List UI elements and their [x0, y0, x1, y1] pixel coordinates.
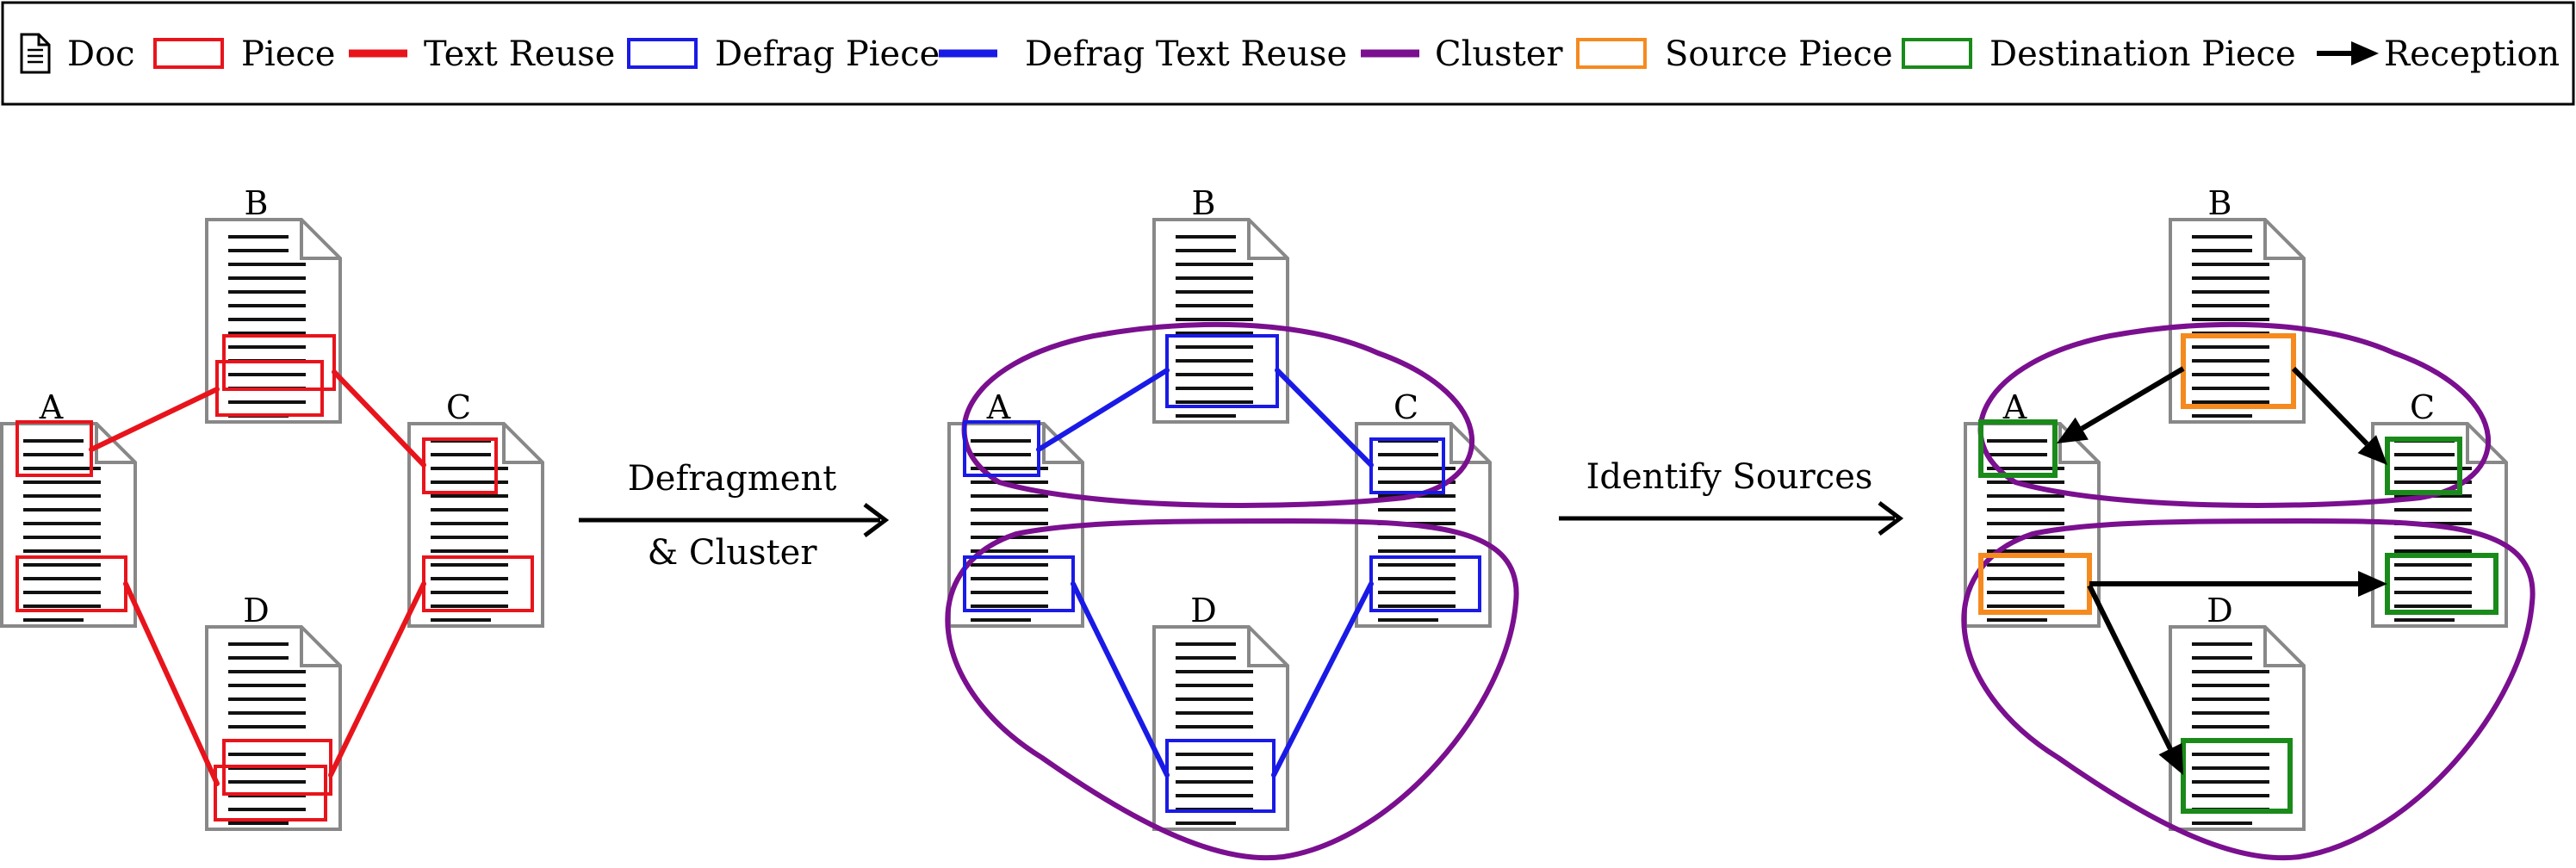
legend-item-doc: Doc	[20, 33, 135, 74]
doc-fold	[2058, 424, 2099, 464]
doc-fold	[2466, 424, 2506, 464]
legend-swatch-box	[153, 38, 224, 69]
reception-arrowhead	[2057, 417, 2089, 443]
legend-label: Defrag Text Reuse	[1025, 34, 1347, 74]
cluster-outline	[1977, 321, 2492, 508]
legend-item-piece: Piece	[153, 34, 335, 74]
legend-label: Defrag Piece	[715, 34, 940, 74]
doc-icon	[20, 33, 51, 74]
doc-label-d: D	[243, 592, 269, 629]
reception-arrowhead	[2158, 742, 2183, 775]
legend-label: Text Reuse	[424, 34, 615, 74]
doc-icon-fold	[37, 34, 49, 46]
document-b: B	[2169, 184, 2306, 424]
doc-fold	[2263, 627, 2304, 667]
defrag-text-reuse-link	[1036, 368, 1170, 452]
document-d: D	[1152, 592, 1289, 831]
document-a: A	[0, 388, 137, 628]
reception-arrow	[2057, 366, 2185, 443]
legend-item-cluster: Cluster	[1361, 34, 1563, 74]
panel-original-pieces: B A C D	[0, 184, 544, 831]
doc-label-c: C	[446, 388, 471, 426]
cluster-outline	[1961, 518, 2536, 861]
doc-fold	[2263, 220, 2304, 260]
step-arrowhead-defragment	[863, 503, 890, 537]
step-arrowhead-identify	[1878, 501, 1904, 536]
reception-arrowhead	[2358, 571, 2387, 597]
reception-arrow-shaft	[2291, 366, 2369, 446]
legend: Doc Piece Text Reuse Defrag Piece Defrag Tex…	[1, 1, 2575, 106]
doc-fold	[300, 627, 340, 667]
document-c: C	[407, 388, 544, 628]
cluster-outline	[945, 518, 1519, 861]
legend-label: Reception	[2384, 34, 2560, 74]
step-identify: Identify Sources	[1559, 457, 1904, 536]
doc-label-a: A	[986, 388, 1011, 426]
panel-defragmented-clusters: B A C D	[945, 184, 1519, 861]
legend-label: Source Piece	[1665, 34, 1893, 74]
doc-label-d: D	[1190, 592, 1216, 629]
legend-label: Cluster	[1435, 34, 1563, 74]
doc-label-c: C	[1394, 388, 1418, 426]
step-label-defragment-line1: Defragment	[628, 459, 837, 499]
legend-label: Doc	[67, 34, 135, 74]
legend-item-destination-piece: Destination Piece	[1902, 34, 2296, 74]
legend-swatch-box	[1576, 38, 1647, 69]
legend-swatch-box	[627, 38, 698, 69]
reception-arrow	[2089, 571, 2387, 597]
destination-piece	[2385, 437, 2462, 495]
doc-fold	[1247, 220, 1288, 260]
legend-item-reception: Reception	[2317, 34, 2560, 74]
legend-frame	[1, 1, 2575, 106]
doc-label-a: A	[39, 388, 64, 426]
text-reuse-link	[332, 369, 426, 468]
piece	[214, 765, 327, 822]
legend-item-text-reuse: Text Reuse	[349, 34, 615, 74]
doc-fold	[1247, 627, 1288, 667]
reception-arrow	[2087, 584, 2183, 775]
defrag-text-reuse-link	[1071, 581, 1170, 778]
text-reuse-link	[328, 581, 426, 778]
step-label-identify: Identify Sources	[1586, 457, 1873, 497]
reception-arrow	[2291, 366, 2387, 465]
reception-arrow-shaft	[2087, 584, 2173, 750]
legend-swatch-box	[1902, 38, 1972, 69]
document-b: B	[205, 184, 342, 424]
document-a: A	[947, 388, 1084, 628]
doc-label-b: B	[245, 184, 269, 222]
doc-label-b: B	[2208, 184, 2232, 222]
doc-fold	[1042, 424, 1083, 464]
legend-item-defrag-text-reuse: Defrag Text Reuse	[939, 34, 1347, 74]
legend-arrowhead	[2351, 41, 2379, 65]
destination-piece	[1978, 419, 2058, 478]
reception-arrow-shaft	[2080, 366, 2185, 431]
cluster-outline	[961, 321, 1475, 508]
text-reuse-link	[89, 387, 220, 452]
legend-item-source-piece: Source Piece	[1576, 34, 1893, 74]
document-d: D	[2169, 592, 2306, 831]
doc-fold	[502, 424, 543, 464]
defrag-text-reuse-link	[1271, 581, 1374, 778]
legend-item-defrag-piece: Defrag Piece	[627, 34, 940, 74]
step-defragment: Defragment & Cluster	[579, 459, 890, 573]
legend-label: Destination Piece	[1989, 34, 2296, 74]
defrag-text-reuse-link	[1275, 368, 1374, 468]
legend-label: Piece	[241, 34, 335, 74]
doc-fold	[1449, 424, 1490, 464]
doc-label-b: B	[1192, 184, 1216, 222]
doc-label-c: C	[2410, 388, 2435, 426]
step-label-defragment-line2: & Cluster	[648, 533, 818, 573]
doc-fold	[95, 424, 135, 464]
doc-fold	[300, 220, 340, 260]
doc-label-d: D	[2207, 592, 2232, 629]
document-b: B	[1152, 184, 1289, 424]
reception-arrowhead	[2357, 435, 2387, 465]
text-reuse-link	[123, 581, 220, 786]
destination-piece	[2181, 738, 2293, 814]
